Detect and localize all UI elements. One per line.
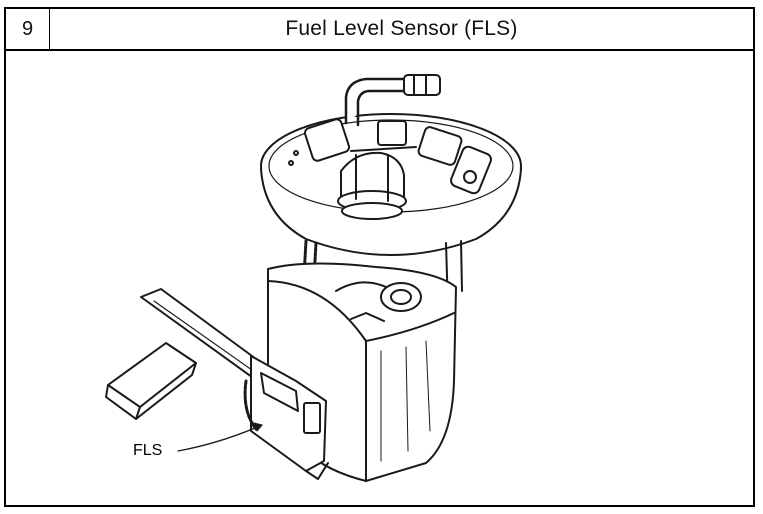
- fls-housing: [243, 355, 329, 480]
- fls-callout-label: FLS: [133, 442, 163, 459]
- figure-header: 9 Fuel Level Sensor (FLS): [6, 9, 753, 51]
- figure-title: Fuel Level Sensor (FLS): [285, 17, 518, 40]
- figure-panel: 9 Fuel Level Sensor (FLS): [4, 7, 755, 507]
- fls-arrowhead: [253, 422, 263, 432]
- fuel-outlet-pipe: [344, 74, 441, 127]
- fls-leader-line: [177, 424, 263, 452]
- center-fitting: [288, 150, 407, 220]
- figure-number: 9: [6, 9, 50, 49]
- float: [105, 342, 197, 420]
- fuel-pump-illustration: FLS: [6, 51, 753, 505]
- fuel-pump-drawing: [105, 74, 522, 482]
- flange-connector: [303, 118, 492, 195]
